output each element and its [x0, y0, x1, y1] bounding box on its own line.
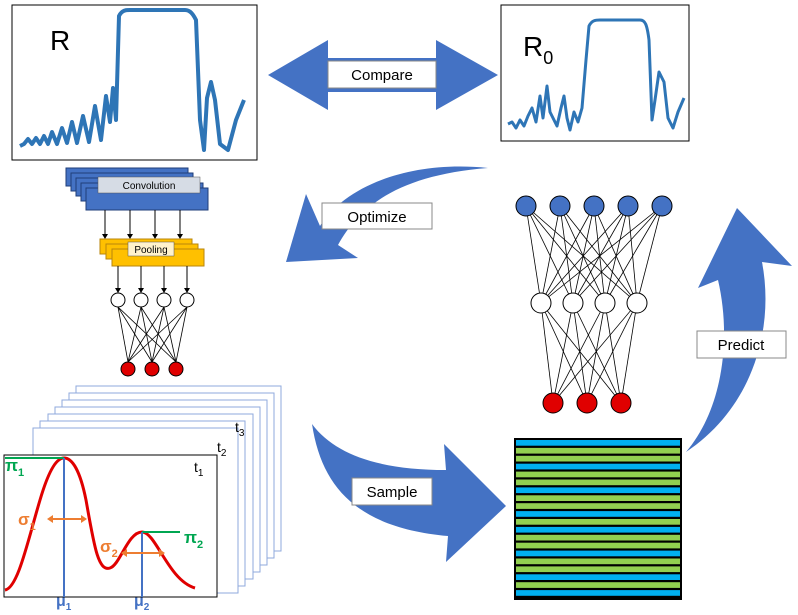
layer-stripe — [516, 471, 680, 478]
convolution-label: Convolution — [123, 181, 176, 192]
network-connections — [525, 205, 663, 404]
sampled-layer-stack — [514, 438, 682, 600]
sample-label: Sample — [367, 484, 418, 501]
conv-to-pool-arrows — [104, 210, 181, 236]
layer-stripe — [516, 519, 680, 525]
r-spectrum-curve — [19, 8, 246, 152]
r-label: R — [50, 25, 70, 56]
network-hidden-neurons — [530, 292, 648, 314]
layer-stripe — [516, 542, 680, 549]
sigma1-label: σ1 — [18, 510, 36, 533]
optimize-arrow: Optimize — [286, 166, 488, 262]
layer-stripe — [516, 487, 680, 494]
gaussian-mixture-card: t1 — [3, 454, 218, 598]
layer-stripe — [516, 455, 680, 462]
t2-label: t2 — [217, 439, 227, 459]
cnn-encoder: Convolution Pooling — [65, 167, 209, 377]
mu1-label: μ1 — [56, 593, 72, 610]
mu2-label: μ2 — [134, 593, 150, 610]
layer-stripe — [516, 479, 680, 486]
layer-stripe — [516, 463, 680, 470]
pi1-label: π1 — [5, 456, 24, 479]
layer-stripe — [516, 526, 680, 533]
layer-stripe — [516, 447, 680, 454]
layer-stripes — [516, 440, 680, 596]
pooling-label: Pooling — [134, 245, 167, 256]
layer-stripe — [516, 440, 680, 446]
predictor-network — [515, 195, 673, 414]
convolution-layers: Convolution — [65, 167, 209, 211]
mixture-parameter-stack: t3 t2 t1 π1 π2 σ1 σ2 μ1 μ2 — [3, 385, 282, 613]
layer-stripe — [516, 534, 680, 541]
r0-spectrum-curve — [507, 18, 686, 132]
t1-label: t1 — [194, 459, 204, 479]
sigma2-label: σ2 — [100, 537, 118, 560]
pi2-label: π2 — [184, 528, 203, 551]
layer-stripe — [516, 550, 680, 557]
layer-stripe — [516, 582, 680, 588]
layer-stripe — [516, 566, 680, 573]
r0-spectrum-panel: R0 — [500, 4, 690, 142]
network-top-neurons — [515, 195, 673, 217]
layer-stripe — [516, 574, 680, 580]
compare-arrow: Compare — [268, 40, 498, 110]
compare-label: Compare — [351, 67, 413, 84]
predict-label: Predict — [718, 337, 766, 354]
r-spectrum-panel: R — [11, 4, 258, 161]
pooling-layers: Pooling — [99, 238, 205, 267]
predict-arrow: Predict — [686, 208, 792, 452]
cnn-hidden-neurons — [110, 292, 195, 308]
cnn-output-neurons — [120, 361, 184, 377]
sample-arrow: Sample — [312, 424, 506, 562]
r0-label: R0 — [523, 31, 553, 68]
optimize-label: Optimize — [347, 209, 406, 226]
cnn-dense-connections — [117, 306, 188, 363]
layer-stripe — [516, 495, 680, 501]
layer-stripe — [516, 590, 680, 596]
layer-stripe — [516, 558, 680, 565]
layer-stripe — [516, 503, 680, 509]
t3-label: t3 — [235, 419, 245, 439]
network-bottom-neurons — [542, 392, 632, 414]
layer-stripe — [516, 511, 680, 517]
